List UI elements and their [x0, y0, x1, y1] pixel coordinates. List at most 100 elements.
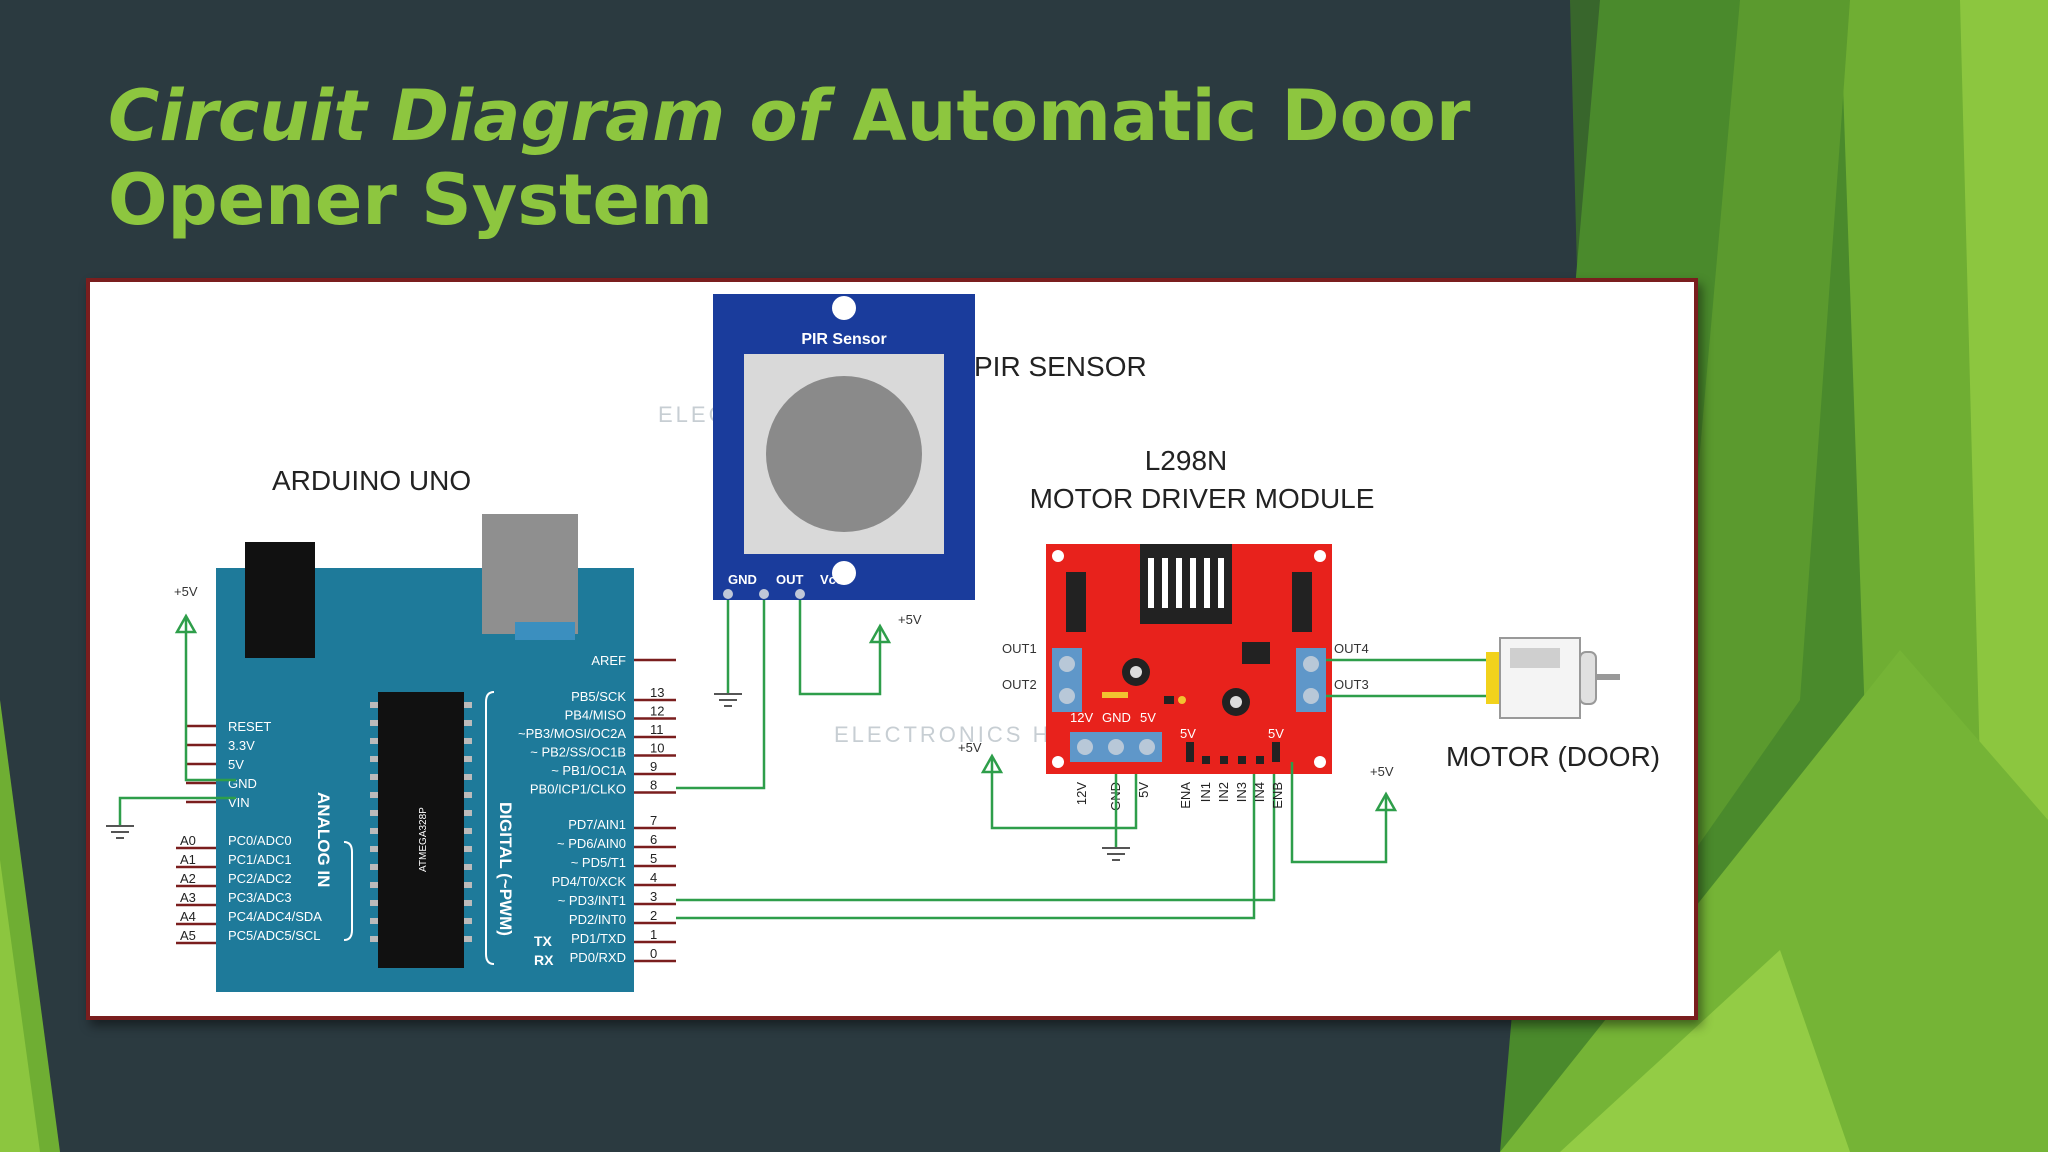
motor-terminal-cap [1486, 652, 1500, 704]
ground-symbol-arduino [106, 825, 134, 839]
motor-shaft [1596, 674, 1620, 680]
arduino-digital-pin-high-1: PB4/MISO [565, 708, 626, 723]
chip-label: ATMEGA328P [418, 807, 429, 872]
arduino-digital-num-high-1: 12 [650, 704, 664, 719]
rx-label: RX [534, 952, 554, 968]
supply-arrow-driver-left [980, 753, 1004, 774]
arduino-digital-num-high-4: 9 [650, 759, 657, 774]
heatsink-chip [1140, 544, 1232, 624]
diagram-frame: ELECTRONICS HUB ELECTRONICS HUB PIR Sens… [86, 278, 1698, 1020]
driver-bottom-pin-2: 5V [1136, 782, 1151, 798]
arduino-analog-pin-2: PC2/ADC2 [228, 871, 292, 886]
arduino-board: ATMEGA328P ANALOG IN DIGITAL (~PWM) TX R… [216, 514, 634, 992]
driver-label-line2: MOTOR DRIVER MODULE [1030, 483, 1375, 514]
arduino-pin-labels: RESET3.3V5VGNDVINPC0/ADC0A0PC1/ADC1A1PC2… [176, 653, 676, 965]
arduino-analog-pin-1: PC1/ADC1 [228, 852, 292, 867]
driver-label-line1: L298N [1145, 445, 1228, 476]
circuit-diagram: ELECTRONICS HUB ELECTRONICS HUB PIR Sens… [106, 294, 1660, 992]
digital-pwm-label: DIGITAL (~PWM) [496, 802, 515, 936]
analog-in-label: ANALOG IN [314, 792, 333, 887]
arduino-digital-num-high-0: 13 [650, 685, 664, 700]
arduino-digital-pin-low-3: PD4/T0/XCK [552, 874, 627, 889]
driver-out1: OUT1 [1002, 641, 1037, 656]
arduino-analog-header-1: A1 [180, 852, 196, 867]
ground-symbol-pir [714, 693, 742, 707]
arduino-digital-num-low-4: 3 [650, 889, 657, 904]
arduino-analog-header-0: A0 [180, 833, 196, 848]
driver-out2: OUT2 [1002, 677, 1037, 692]
slide-title-italic: Circuit Diagram of [108, 75, 829, 157]
arduino-digital-pin-high-2: ~PB3/MOSI/OC2A [518, 726, 626, 741]
supply-label-arduino: +5V [174, 584, 198, 599]
driver-bottom-pin-5: IN2 [1216, 782, 1231, 802]
supply-label-driver-left: +5V [958, 740, 982, 755]
pir-pin-vcc: Vcc [820, 572, 843, 587]
slide-title: Circuit Diagram of Automatic Door Opener… [108, 74, 1608, 242]
ground-symbol-driver [1102, 847, 1130, 861]
supply-arrow-pir [868, 623, 892, 644]
slide-title-rest: Automatic Door Opener System [108, 75, 1471, 241]
supply-arrow-driver-right [1374, 791, 1398, 812]
arduino-digital-pin-low-4: ~ PD3/INT1 [558, 893, 626, 908]
supply-arrow-arduino [174, 613, 198, 634]
driver-term-12v: 12V [1070, 710, 1093, 725]
driver-bottom-pin-4: IN1 [1198, 782, 1213, 802]
arduino-digital-num-high-3: 10 [650, 741, 664, 756]
power-jack [245, 542, 315, 658]
l298n-board: 12V GND 5V 5V 5V [1046, 544, 1332, 774]
driver-bottom-pin-3: ENA [1178, 782, 1193, 809]
arduino-power-pin-0: RESET [228, 719, 271, 734]
arduino-digital-num-low-2: 5 [650, 851, 657, 866]
usb-connector [482, 514, 578, 634]
arduino-digital-pin-high-4: ~ PB1/OC1A [551, 763, 626, 778]
pir-mount-hole-top [832, 296, 856, 320]
driver-wires [990, 658, 1490, 864]
pir-label: PIR SENSOR [974, 351, 1147, 382]
arduino-analog-header-2: A2 [180, 871, 196, 886]
arduino-signal-wires [676, 762, 1276, 920]
pir-sensor: PIR Sensor GND OUT Vcc [713, 294, 975, 600]
arduino-power-pin-3: GND [228, 776, 257, 791]
supply-label-pir: +5V [898, 612, 922, 627]
arduino-aref: AREF [591, 653, 626, 668]
driver-out4: OUT4 [1334, 641, 1369, 656]
driver-bottom-pin-0: 12V [1074, 782, 1089, 805]
dc-motor [1486, 637, 1620, 719]
driver-term-5v: 5V [1140, 710, 1156, 725]
arduino-analog-header-3: A3 [180, 890, 196, 905]
arduino-power-pin-2: 5V [228, 757, 244, 772]
arduino-digital-pin-high-5: PB0/ICP1/CLKO [530, 782, 626, 797]
arduino-label: ARDUINO UNO [272, 465, 471, 496]
arduino-digital-pin-high-0: PB5/SCK [571, 689, 626, 704]
arduino-digital-num-low-1: 6 [650, 832, 657, 847]
arduino-digital-pin-low-7: PD0/RXD [570, 950, 626, 965]
arduino-digital-num-low-6: 1 [650, 927, 657, 942]
arduino-digital-pin-low-5: PD2/INT0 [569, 912, 626, 927]
pir-mount-hole-bottom [832, 561, 856, 585]
driver-bottom-pin-7: IN4 [1252, 782, 1267, 802]
arduino-digital-num-high-2: 11 [650, 722, 664, 737]
tx-label: TX [534, 933, 553, 949]
driver-term-gnd: GND [1102, 710, 1131, 725]
arduino-digital-num-low-0: 7 [650, 813, 657, 828]
pir-pin-out: OUT [776, 572, 804, 587]
arduino-analog-pin-3: PC3/ADC3 [228, 890, 292, 905]
arduino-analog-pin-0: PC0/ADC0 [228, 833, 292, 848]
atmega-chip [378, 692, 464, 968]
arduino-power-wires [118, 616, 236, 826]
motor-label: MOTOR (DOOR) [1446, 741, 1660, 772]
driver-bottom-pin-8: ENB [1270, 782, 1285, 809]
arduino-digital-pin-low-2: ~ PD5/T1 [571, 855, 626, 870]
arduino-analog-header-4: A4 [180, 909, 196, 924]
arduino-digital-num-high-5: 8 [650, 778, 657, 793]
driver-bottom-pin-6: IN3 [1234, 782, 1249, 802]
driver-jumper-left: 5V [1180, 726, 1196, 741]
arduino-analog-pin-5: PC5/ADC5/SCL [228, 928, 320, 943]
supply-label-driver-right: +5V [1370, 764, 1394, 779]
arduino-analog-header-5: A5 [180, 928, 196, 943]
arduino-digital-num-low-3: 4 [650, 870, 657, 885]
pir-board-label: PIR Sensor [801, 331, 886, 348]
arduino-analog-pin-4: PC4/ADC4/SDA [228, 909, 322, 924]
driver-jumper-right: 5V [1268, 726, 1284, 741]
arduino-digital-num-low-5: 2 [650, 908, 657, 923]
